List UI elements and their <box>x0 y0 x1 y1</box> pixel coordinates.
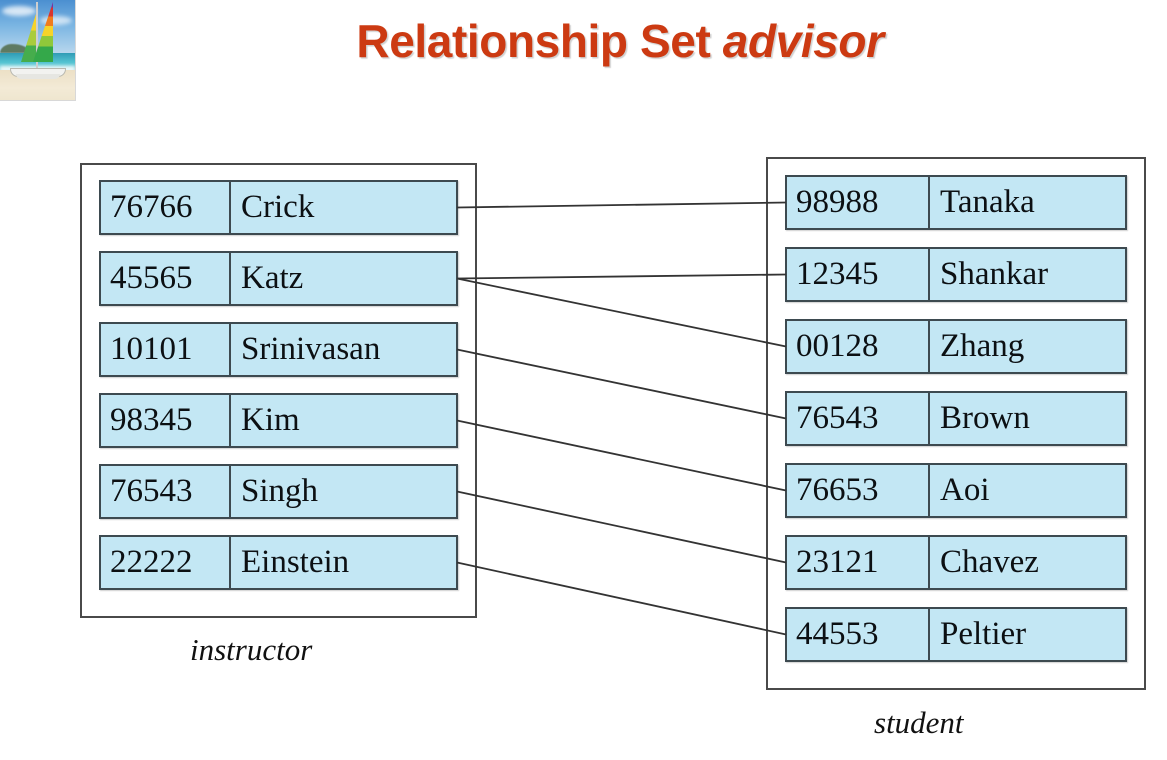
instructor-id: 76543 <box>101 466 231 517</box>
table-row[interactable]: 45565 Katz <box>99 251 458 306</box>
advisor-link <box>456 201 787 209</box>
entity-set-instructor: 76766 Crick 45565 Katz 10101 Srinivasan … <box>80 163 477 618</box>
table-row[interactable]: 00128 Zhang <box>785 319 1127 374</box>
instructor-name: Kim <box>241 402 300 438</box>
table-row[interactable]: 98988 Tanaka <box>785 175 1127 230</box>
student-id: 00128 <box>787 321 930 372</box>
cloud-icon <box>2 6 36 16</box>
instructor-name: Crick <box>241 189 315 225</box>
advisor-link <box>456 273 787 280</box>
table-row[interactable]: 44553 Peltier <box>785 607 1127 662</box>
student-name: Chavez <box>940 544 1039 580</box>
student-name: Brown <box>940 400 1030 436</box>
student-id: 98988 <box>787 177 930 228</box>
island-region <box>0 44 30 53</box>
instructor-name: Einstein <box>241 544 350 580</box>
entity-set-caption-instructor: instructor <box>190 632 313 667</box>
instructor-name: Katz <box>241 260 304 296</box>
student-row-list: 98988 Tanaka 12345 Shankar 00128 Zhang 7… <box>785 175 1127 679</box>
student-id: 12345 <box>787 249 930 300</box>
instructor-id: 22222 <box>101 537 231 588</box>
advisor-link <box>456 419 787 492</box>
entity-set-student: 98988 Tanaka 12345 Shankar 00128 Zhang 7… <box>766 157 1146 690</box>
table-row[interactable]: 12345 Shankar <box>785 247 1127 302</box>
instructor-id: 76766 <box>101 182 231 233</box>
table-row[interactable]: 76543 Brown <box>785 391 1127 446</box>
advisor-link <box>456 277 787 348</box>
mast-icon <box>36 2 38 70</box>
student-name: Shankar <box>940 256 1049 292</box>
student-name: Aoi <box>940 472 990 508</box>
table-row[interactable]: 98345 Kim <box>99 393 458 448</box>
slide-title-main: Relationship Set <box>356 15 723 67</box>
instructor-id: 10101 <box>101 324 231 375</box>
instructor-row-list: 76766 Crick 45565 Katz 10101 Srinivasan … <box>99 180 458 606</box>
instructor-id: 98345 <box>101 395 231 446</box>
advisor-link <box>456 561 787 636</box>
slide-title-emphasis: advisor <box>722 15 884 67</box>
table-row[interactable]: 10101 Srinivasan <box>99 322 458 377</box>
student-name: Zhang <box>940 328 1025 364</box>
instructor-id: 45565 <box>101 253 231 304</box>
advisor-link <box>456 490 787 564</box>
table-row[interactable]: 22222 Einstein <box>99 535 458 590</box>
instructor-name: Singh <box>241 473 319 509</box>
table-row[interactable]: 76653 Aoi <box>785 463 1127 518</box>
cloud-icon <box>40 16 72 25</box>
table-row[interactable]: 23121 Chavez <box>785 535 1127 590</box>
student-id: 76543 <box>787 393 930 444</box>
entity-set-caption-student: student <box>874 705 964 740</box>
student-id: 76653 <box>787 465 930 516</box>
student-name: Tanaka <box>940 184 1035 220</box>
table-row[interactable]: 76543 Singh <box>99 464 458 519</box>
student-id: 44553 <box>787 609 930 660</box>
sailboat-logo-image <box>0 0 76 101</box>
slide-title: Relationship Set advisor <box>95 14 1145 68</box>
student-name: Peltier <box>940 616 1027 652</box>
boat-hull-icon <box>16 74 60 79</box>
advisor-link <box>456 348 787 420</box>
instructor-name: Srinivasan <box>241 331 381 367</box>
table-row[interactable]: 76766 Crick <box>99 180 458 235</box>
student-id: 23121 <box>787 537 930 588</box>
